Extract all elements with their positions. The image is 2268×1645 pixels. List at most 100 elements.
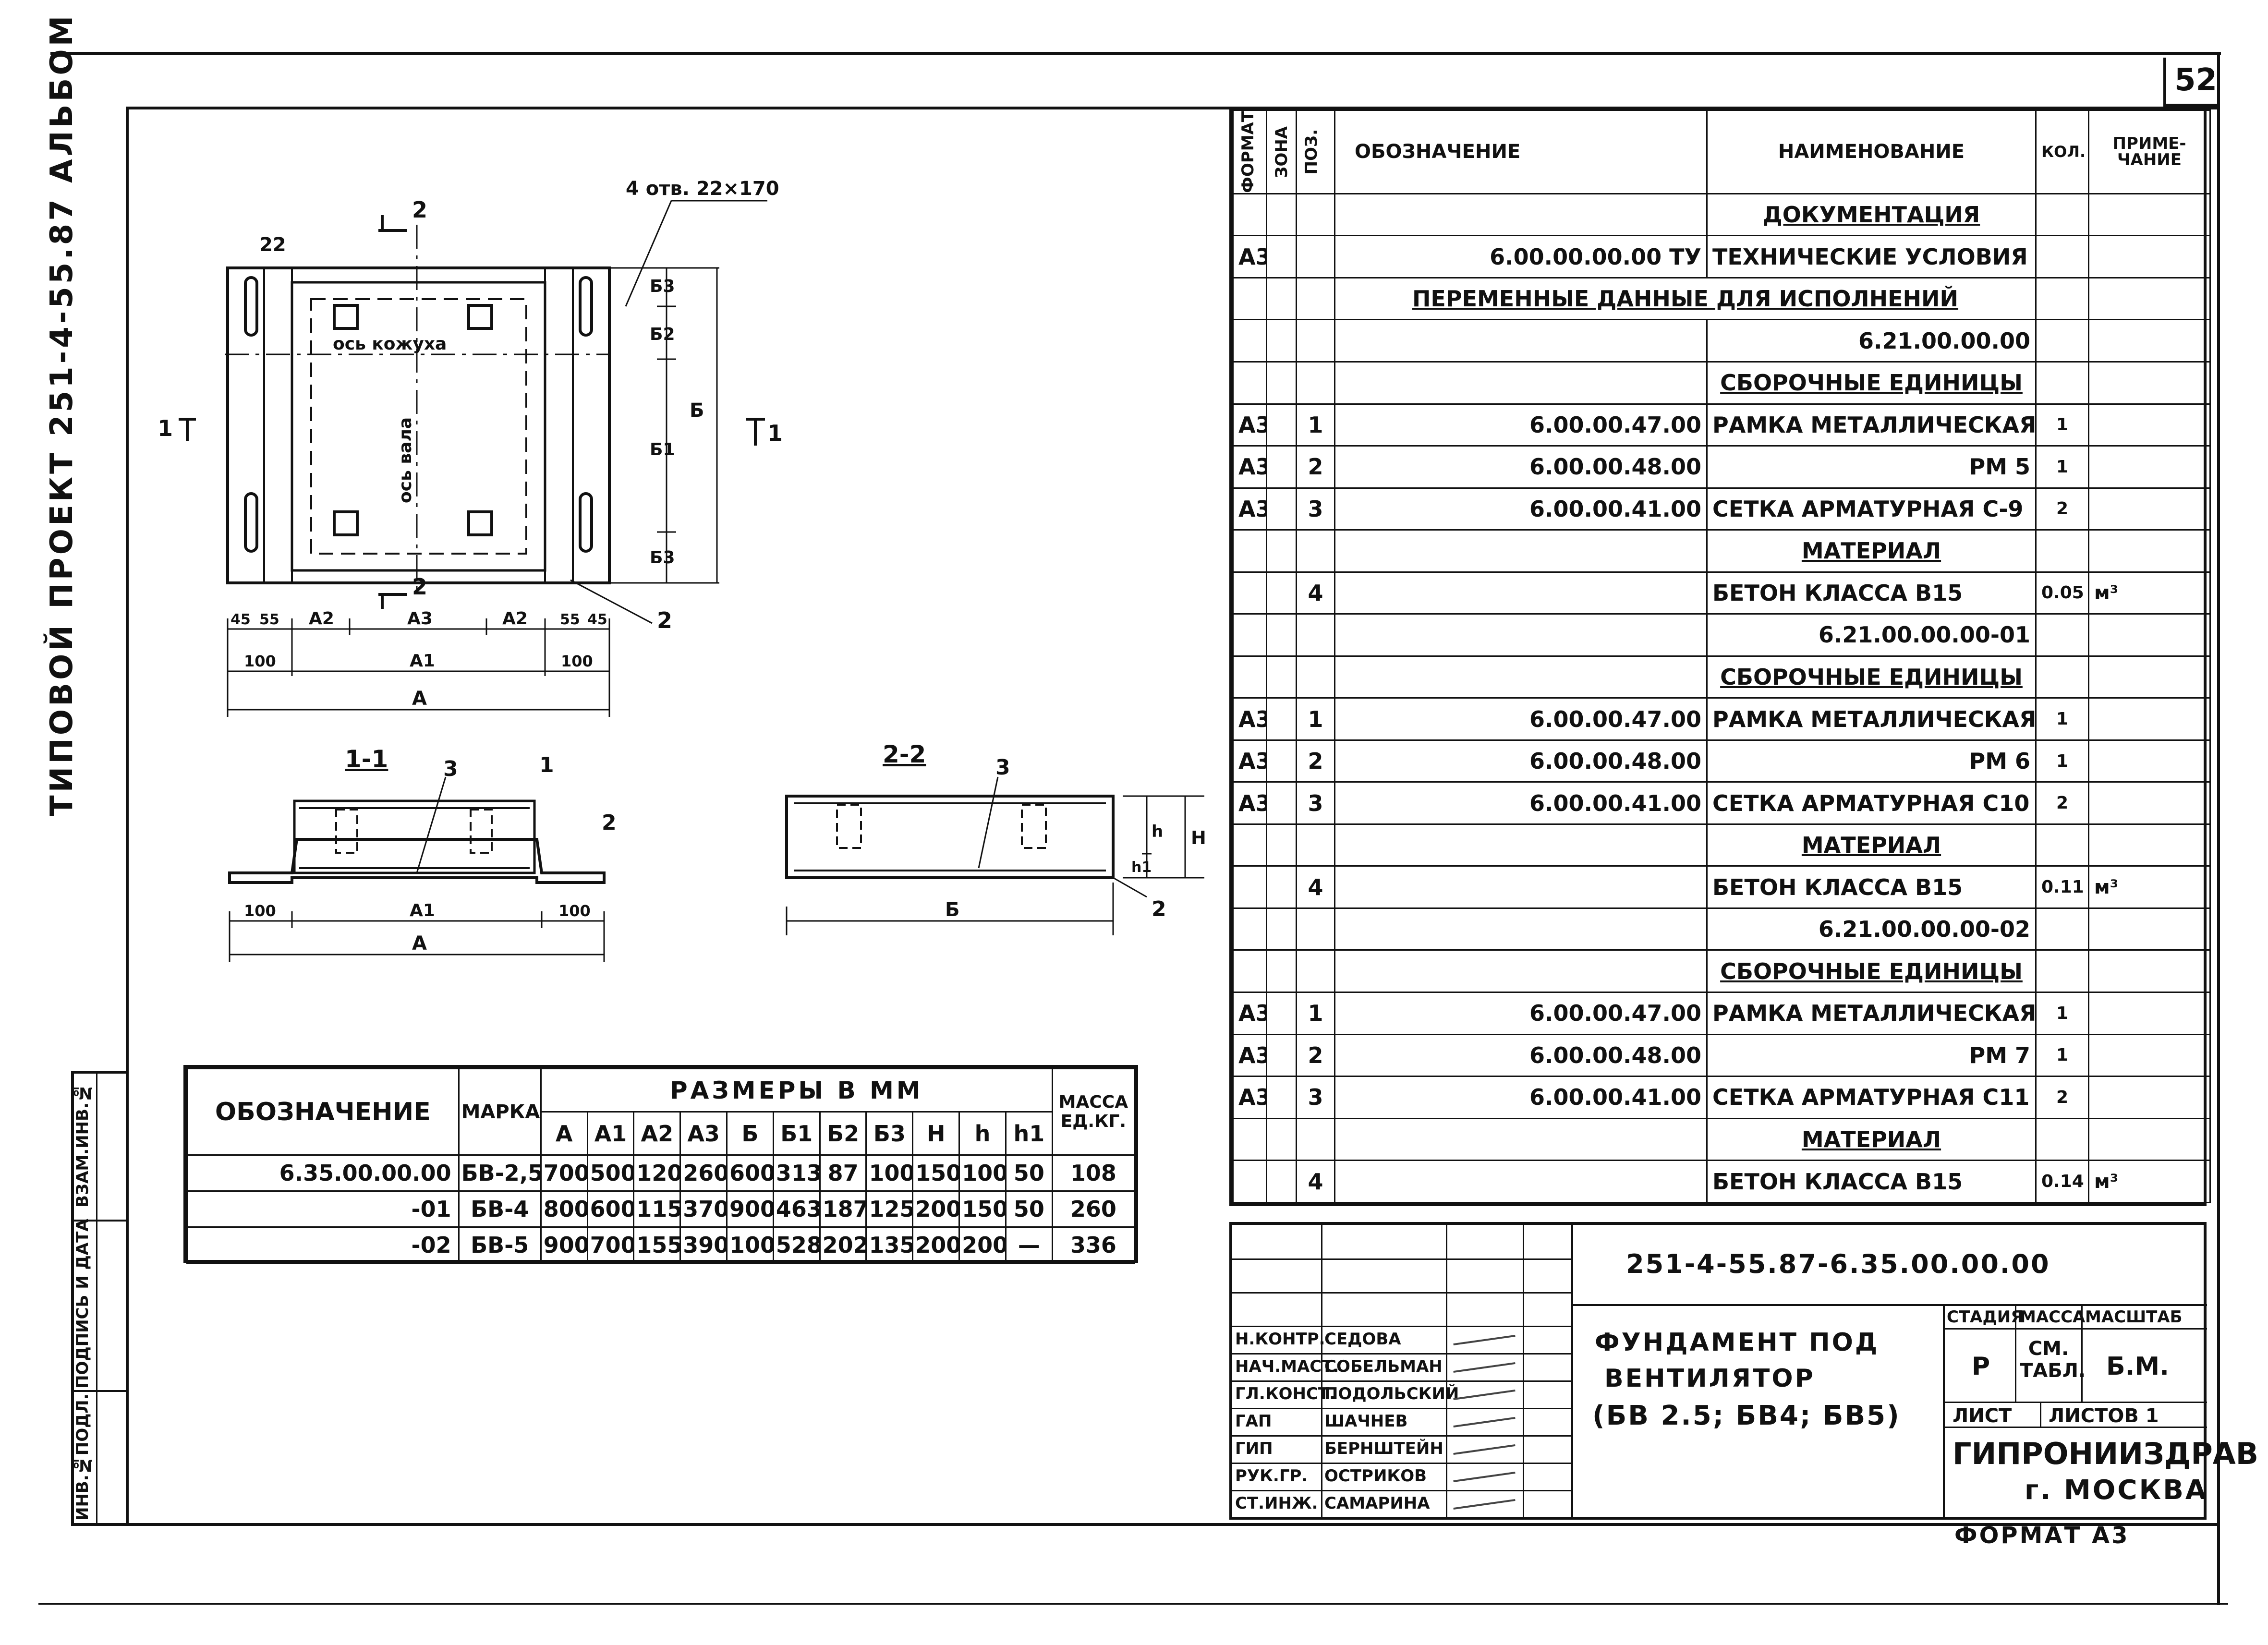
- spec-cell-note: [2088, 277, 2211, 321]
- dim-45-right: 45: [587, 611, 607, 628]
- frame-top-line: [126, 107, 2219, 109]
- spec-cell-fmt: [1232, 529, 1267, 573]
- dim-100-left: 100: [244, 652, 276, 670]
- doc-code: 251-4-55.87-6.35.00.00.00: [1626, 1249, 2050, 1279]
- spec-cell-name: РМ 5: [1706, 445, 2037, 489]
- dim-a1: А1: [410, 651, 435, 671]
- sizes-cell-value: 313: [772, 1154, 821, 1192]
- org-city: г. МОСКВА: [2025, 1475, 2208, 1506]
- spec-cell-note: [2088, 319, 2211, 363]
- spec-cell-pos: [1296, 613, 1335, 657]
- spec-cell-pos: [1296, 277, 1335, 321]
- spec-cell-qty: 1: [2035, 739, 2089, 783]
- spec-cell-fmt: [1232, 1160, 1267, 1203]
- sec1-callout-2: 2: [602, 810, 617, 835]
- signature-role: ГАП: [1235, 1412, 1272, 1431]
- sec1-dim-a1: А1: [410, 901, 435, 920]
- spec-row: ПЕРЕМЕННЫЕ ДАННЫЕ ДЛЯ ИСПОЛНЕНИЙ: [1232, 277, 2211, 321]
- spec-cell-name: СЕТКА АРМАТУРНАЯ С-9: [1706, 487, 2037, 531]
- spec-cell-name: СБОРОЧНЫЕ ЕДИНИЦЫ: [1706, 655, 2037, 699]
- dim-55-right: 55: [560, 611, 580, 628]
- sec2-dim-h1: h1: [1131, 859, 1152, 876]
- sizes-cell-value: 115: [633, 1190, 681, 1228]
- spec-cell-name: РАМКА МЕТАЛЛИЧЕСКАЯ РМ 3: [1706, 697, 2037, 741]
- spec-cell-zone: [1266, 697, 1297, 741]
- spec-cell-note: [2088, 487, 2211, 531]
- spec-cell-code: [1334, 193, 1708, 237]
- spec-row: ДОКУМЕНТАЦИЯ: [1232, 193, 2211, 237]
- spec-cell-pos: 3: [1296, 781, 1335, 825]
- sizes-cell-code: -01: [186, 1190, 460, 1228]
- plan-inner: [291, 281, 546, 572]
- spec-cell-fmt: А3: [1232, 487, 1267, 531]
- spec-cell-pos: [1296, 1117, 1335, 1161]
- spec-cell-name: РАМКА МЕТАЛЛИЧЕСКАЯ РМ4: [1706, 991, 2037, 1035]
- sizes-col-header: Б: [726, 1111, 774, 1156]
- sec1-callout-3: 3: [443, 757, 458, 781]
- spec-cell-qty: [2035, 361, 2089, 405]
- spec-cell-fmt: [1232, 907, 1267, 951]
- spec-cell-code: [1334, 1117, 1708, 1161]
- stage-label: СТАДИЯ: [1947, 1307, 2024, 1327]
- sheet-number-box: [2163, 58, 2217, 107]
- spec-cell-code: 6.00.00.47.00: [1334, 991, 1708, 1035]
- spec-cell-name: БЕТОН КЛАССА В15: [1706, 1160, 2037, 1203]
- sec2-callout-3: 3: [995, 755, 1010, 780]
- sizes-cell-code: 6.35.00.00.00: [186, 1154, 460, 1192]
- drawing-area: 4 отв. 22×170 22 2 2 1 1 ось кожуха ось …: [158, 178, 1206, 962]
- sec2-dim-b: Б: [945, 899, 960, 921]
- signature-role: НАЧ.МАСТ.: [1235, 1357, 1339, 1376]
- plan-callout-2: 2: [657, 607, 672, 633]
- spec-cell-name: РМ 6: [1706, 739, 2037, 783]
- sizes-cell-value: 155: [633, 1226, 681, 1264]
- sizes-cell-value: 600: [586, 1190, 635, 1228]
- spec-cell-fmt: [1232, 949, 1267, 993]
- dim-55-left: 55: [259, 611, 279, 628]
- strip-cell-replace: ВЗАМ.ИНВ.№: [73, 1083, 92, 1208]
- spec-cell-zone: [1266, 949, 1297, 993]
- title-line-3: (БВ 2.5; БВ4; БВ5): [1592, 1400, 1901, 1431]
- spec-cell-pos: 2: [1296, 1033, 1335, 1077]
- spec-cell-note: [2088, 655, 2211, 699]
- dim-b1: Б1: [650, 440, 675, 460]
- spec-cell-qty: [2035, 193, 2089, 237]
- sizes-cell-value: 200: [912, 1190, 960, 1228]
- spec-cell-note: [2088, 1117, 2211, 1161]
- spec-cell-zone: [1266, 319, 1297, 363]
- spec-cell-note: [2088, 907, 2211, 951]
- top-border-line: [50, 52, 2221, 55]
- spec-cell-name: РАМКА МЕТАЛЛИЧЕСКАЯ РМ-2: [1706, 403, 2037, 447]
- section-2-outline: [785, 795, 1115, 879]
- spec-cell-zone: [1266, 739, 1297, 783]
- section2-top-mark: 2: [412, 197, 427, 223]
- sizes-cell-value: 150: [958, 1190, 1007, 1228]
- spec-cell-code: [1334, 949, 1708, 993]
- sizes-cell-value: 700: [586, 1226, 635, 1264]
- sizes-cell-value: 50: [1005, 1190, 1053, 1228]
- sizes-cell-value: 200: [912, 1226, 960, 1264]
- stage-value: Р: [1972, 1352, 1990, 1381]
- sizes-cell-mass: 336: [1051, 1226, 1136, 1264]
- sizes-cell-value: 120: [633, 1154, 681, 1192]
- dim-b2: Б2: [650, 325, 675, 344]
- sizes-cell-value: 135: [865, 1226, 914, 1264]
- spec-header-zone: ЗОНА: [1266, 109, 1297, 194]
- sizes-table: ОБОЗНАЧЕНИЕ МАРКА РАЗМЕРЫ В ММ МАССА ЕД.…: [183, 1065, 1138, 1264]
- strip-cell-sign: ПОДПИСЬ И ДАТА: [73, 1219, 92, 1389]
- dim-45-left: 45: [230, 611, 251, 628]
- sizes-cell-value: 390: [679, 1226, 728, 1264]
- spec-cell-note: [2088, 1033, 2211, 1077]
- spec-cell-zone: [1266, 487, 1297, 531]
- spec-cell-qty: 0.14: [2035, 1160, 2089, 1203]
- spec-cell-pos: [1296, 655, 1335, 699]
- sizes-cell-mass: 108: [1051, 1154, 1136, 1192]
- sizes-col-header: Б1: [772, 1111, 821, 1156]
- sec2-callout-2: 2: [1152, 897, 1166, 921]
- spec-row: 6.21.00.00.00-01: [1232, 613, 2211, 657]
- spec-cell-note: [2088, 823, 2211, 867]
